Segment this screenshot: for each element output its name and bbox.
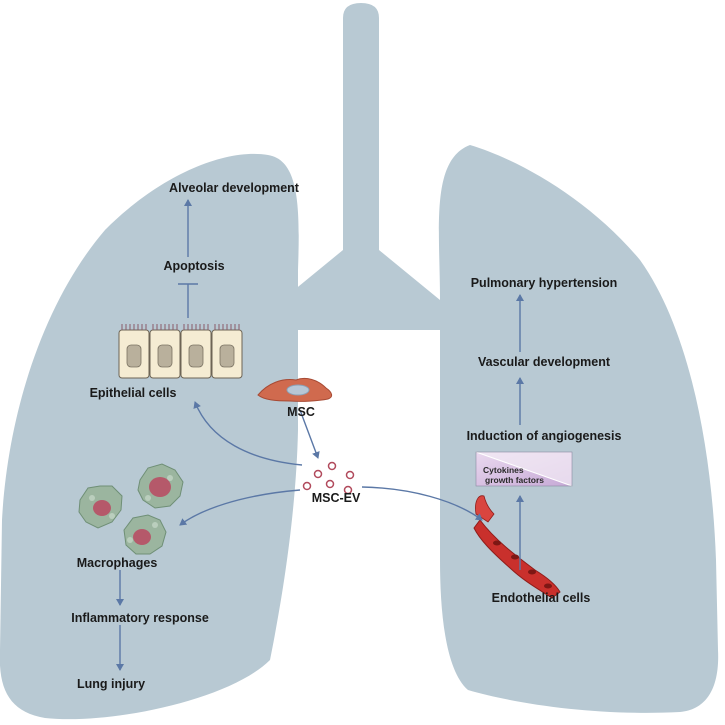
growth-factors-label: growth factors (485, 475, 545, 485)
epithelial-cells-label: Epithelial cells (89, 386, 177, 400)
inflammatory-response-label: Inflammatory response (71, 611, 209, 625)
apoptosis-label: Apoptosis (163, 259, 225, 273)
right-lung (438, 145, 719, 713)
trachea (282, 3, 440, 330)
macrophages-label: Macrophages (76, 556, 158, 570)
induction-of-angiogenesis-label: Induction of angiogenesis (466, 429, 622, 443)
endothelial-cells-label: Endothelial cells (491, 591, 591, 605)
pulmonary-hypertension-label: Pulmonary hypertension (470, 276, 618, 290)
arrows (116, 199, 524, 671)
epithelial-cells-illustration (118, 324, 243, 379)
left-lung (0, 154, 299, 720)
msc-label: MSC (287, 405, 315, 419)
msc-cell-illustration (257, 377, 333, 402)
alveolar-development-label: Alveolar development (169, 181, 299, 195)
cytokines-label: Cytokines (483, 465, 524, 475)
ev-vesicles (302, 461, 355, 495)
lung-injury-label: Lung injury (76, 677, 146, 691)
msc-ev-label: MSC-EV (311, 491, 361, 505)
vascular-development-label: Vascular development (477, 355, 611, 369)
macrophages-illustration (78, 463, 184, 555)
cytokines-growth-factors-bar (475, 451, 573, 487)
